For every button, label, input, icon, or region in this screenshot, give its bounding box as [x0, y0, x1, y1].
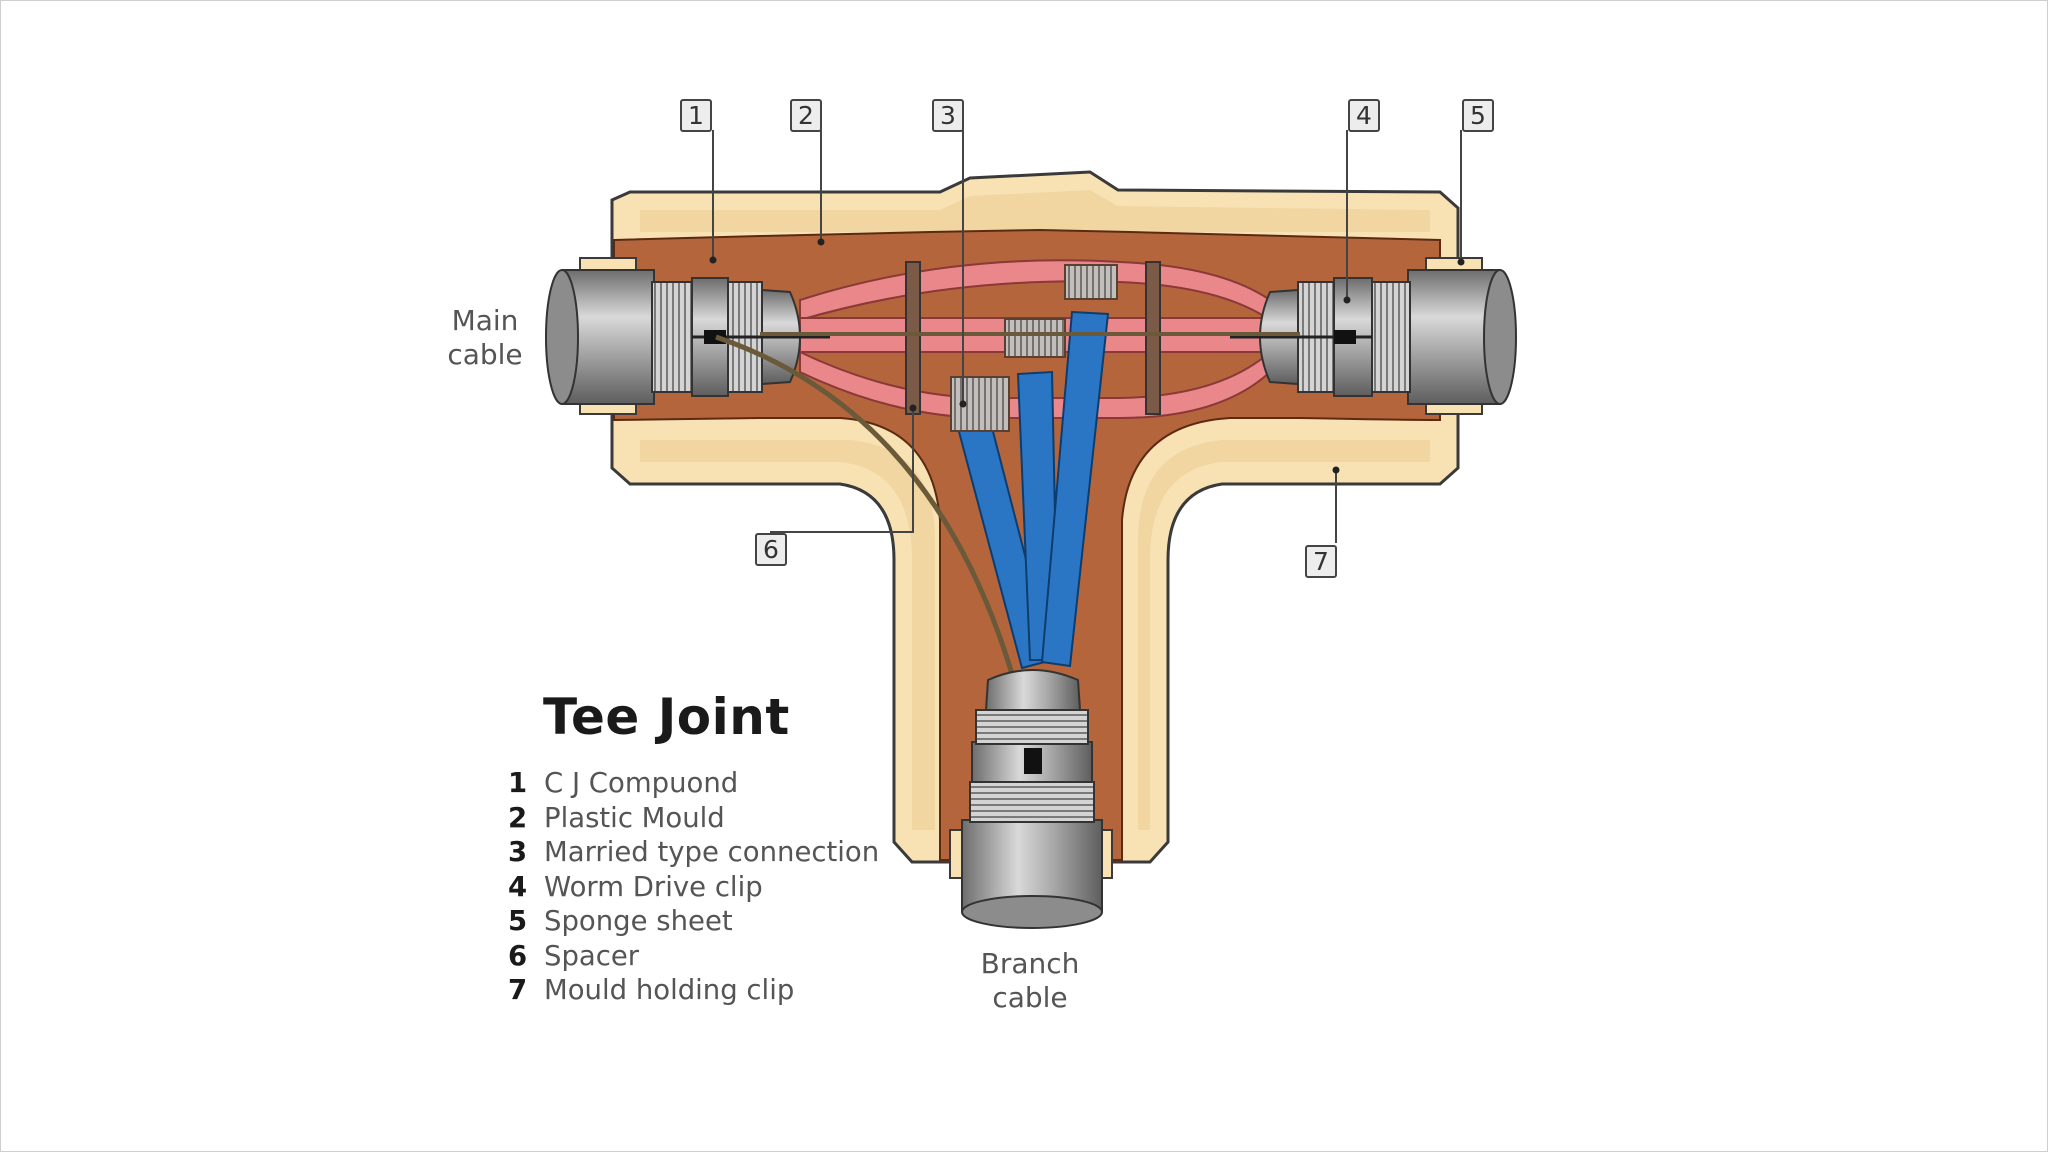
- callout-7-label: 7: [1313, 547, 1329, 576]
- legend-number: 5: [508, 905, 528, 937]
- spacer-right: [1145, 261, 1161, 415]
- main-cable-left: [545, 257, 830, 415]
- callout-7: 7: [1305, 545, 1337, 578]
- legend-text: Spacer: [544, 939, 640, 972]
- main-cable-right: [1230, 257, 1517, 415]
- legend-text: Plastic Mould: [544, 801, 725, 834]
- callout-5-label: 5: [1470, 101, 1486, 130]
- callout-2-label: 2: [798, 101, 814, 130]
- callout-4: 4: [1348, 99, 1380, 132]
- legend: 1 C J Compuond 2 Plastic Mould 3 Married ty…: [508, 766, 879, 1008]
- main-cable-label-line1: Main: [452, 304, 519, 337]
- married-connection-top: [1064, 264, 1118, 300]
- mould-shading: [640, 190, 1430, 232]
- callout-3-label: 3: [940, 101, 956, 130]
- legend-text: Worm Drive clip: [544, 870, 763, 903]
- diagram-title: Tee Joint: [543, 688, 790, 746]
- leader-dots: [709, 238, 1465, 474]
- callout-3: 3: [932, 99, 964, 132]
- legend-item: 6 Spacer: [508, 939, 879, 974]
- branch-cable-label-line2: cable: [992, 981, 1067, 1014]
- legend-number: 6: [508, 939, 528, 972]
- legend-item: 2 Plastic Mould: [508, 801, 879, 836]
- callout-6: 6: [755, 533, 787, 566]
- mould-shading-lower: [640, 440, 935, 830]
- earth-bond-wire: [715, 334, 1033, 745]
- legend-item: 3 Married type connection: [508, 835, 879, 870]
- legend-item: 1 C J Compuond: [508, 766, 879, 801]
- legend-item: 5 Sponge sheet: [508, 904, 879, 939]
- legend-number: 2: [508, 801, 528, 834]
- legend-text: C J Compuond: [544, 767, 739, 799]
- legend-text: Mould holding clip: [544, 974, 795, 1006]
- legend-number: 1: [508, 767, 528, 799]
- callout-2: 2: [790, 99, 822, 132]
- leader-lines: [712, 130, 1462, 543]
- spacer-left: [905, 261, 921, 415]
- main-cable-label-line2: cable: [447, 338, 522, 371]
- legend-item: 7 Mould holding clip: [508, 973, 879, 1008]
- married-connection-bottom: [950, 376, 1010, 432]
- callout-4-label: 4: [1356, 101, 1372, 130]
- callout-1: 1: [680, 99, 712, 132]
- branch-cable: [949, 669, 1113, 929]
- legend-item: 4 Worm Drive clip: [508, 870, 879, 905]
- callout-1-label: 1: [688, 101, 704, 130]
- mould-shading-lower-right: [1138, 440, 1430, 830]
- legend-number: 7: [508, 974, 528, 1006]
- callout-5: 5: [1462, 99, 1494, 132]
- branch-cable-label-line1: Branch: [981, 947, 1080, 980]
- legend-number: 3: [508, 836, 528, 868]
- branch-core-3: [1040, 310, 1110, 668]
- callout-6-label: 6: [763, 535, 779, 564]
- legend-text: Married type connection: [544, 836, 880, 868]
- legend-number: 4: [508, 870, 528, 903]
- married-connection-mid: [1004, 318, 1066, 358]
- legend-text: Sponge sheet: [544, 905, 733, 937]
